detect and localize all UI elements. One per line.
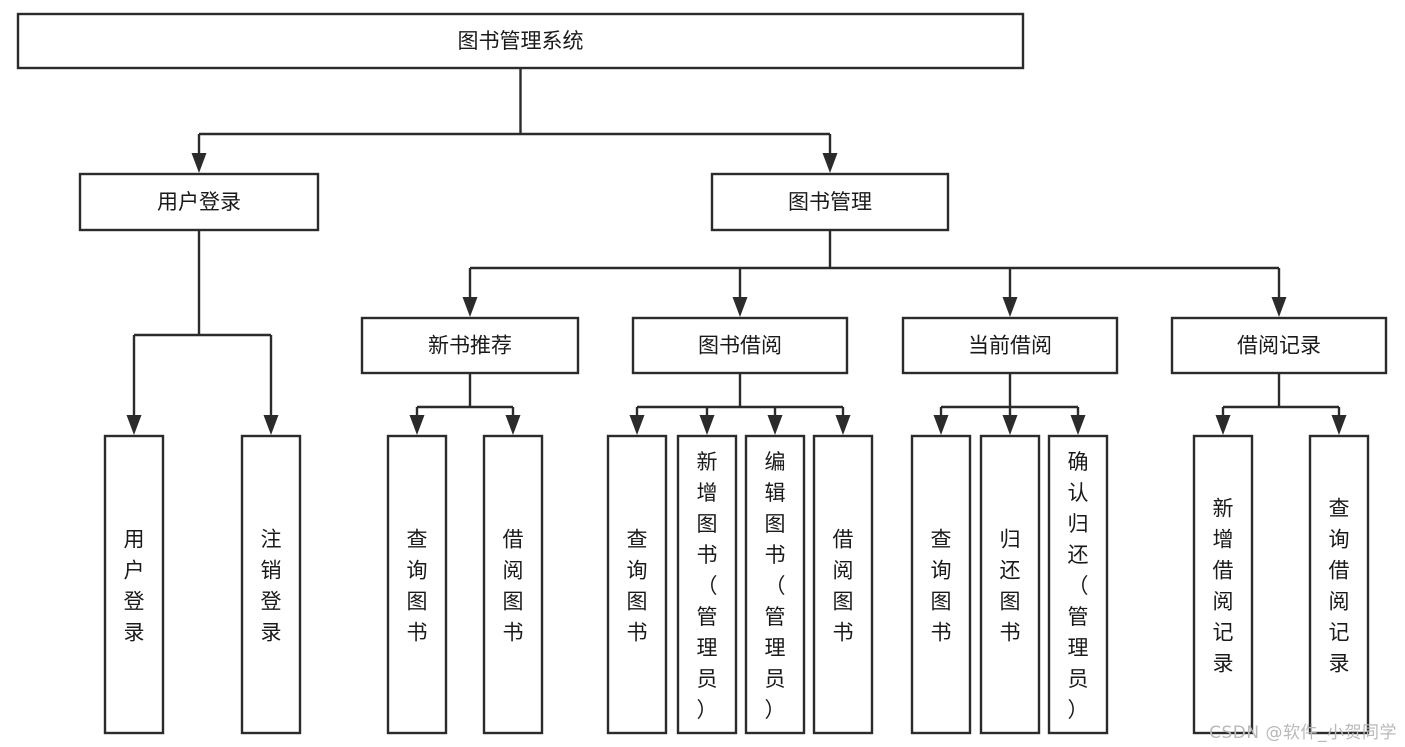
node-box-book-borrow[interactable] bbox=[631, 316, 849, 375]
arrowhead-icon bbox=[1070, 415, 1086, 435]
node-new-book-rec[interactable]: 新书推荐 bbox=[360, 316, 580, 375]
node-label-leaf-add-record: 新增借阅记录 bbox=[1213, 497, 1234, 676]
node-label-leaf-query-book-3: 查询图书 bbox=[931, 528, 952, 645]
arrowhead-icon bbox=[505, 415, 521, 435]
node-box-leaf-query-record[interactable] bbox=[1308, 434, 1370, 735]
node-box-leaf-query-book-2[interactable] bbox=[606, 434, 668, 735]
connector-group bbox=[126, 230, 279, 435]
connector-group bbox=[409, 373, 521, 435]
connector-group bbox=[933, 373, 1086, 435]
node-label-leaf-return-book: 归还图书 bbox=[1000, 528, 1021, 645]
node-box-leaf-borrow-book-1[interactable] bbox=[482, 434, 544, 735]
node-label-user-login: 用户登录 bbox=[157, 190, 241, 214]
node-box-leaf-add-book[interactable] bbox=[676, 434, 738, 735]
node-label-borrow-record: 借阅记录 bbox=[1237, 334, 1321, 358]
node-leaf-logout[interactable]: 注销登录 bbox=[240, 434, 302, 735]
node-label-leaf-borrow-book-2: 借阅图书 bbox=[833, 528, 854, 645]
node-leaf-borrow-book-1[interactable]: 借阅图书 bbox=[482, 434, 544, 735]
node-box-leaf-query-book-3[interactable] bbox=[910, 434, 972, 735]
node-label-book-borrow: 图书借阅 bbox=[698, 334, 782, 358]
node-label-new-book-rec: 新书推荐 bbox=[428, 334, 512, 358]
node-box-leaf-borrow-book-2[interactable] bbox=[812, 434, 874, 735]
node-leaf-query-record[interactable]: 查询借阅记录 bbox=[1308, 434, 1370, 735]
node-leaf-edit-book[interactable]: 编辑图书（管理员） bbox=[744, 434, 806, 735]
node-current-borrow[interactable]: 当前借阅 bbox=[901, 316, 1119, 375]
arrowhead-icon bbox=[767, 415, 783, 435]
connector-group bbox=[462, 230, 1287, 317]
arrowhead-icon bbox=[409, 415, 425, 435]
node-box-current-borrow[interactable] bbox=[901, 316, 1119, 375]
node-book-manage[interactable]: 图书管理 bbox=[710, 172, 950, 232]
node-label-leaf-borrow-book-1: 借阅图书 bbox=[503, 528, 524, 645]
arrowhead-icon bbox=[263, 415, 279, 435]
node-root[interactable]: 图书管理系统 bbox=[16, 12, 1025, 70]
node-leaf-return-book[interactable]: 归还图书 bbox=[979, 434, 1041, 735]
node-label-book-manage: 图书管理 bbox=[788, 190, 872, 214]
node-label-leaf-confirm-return: 确认归还（管理员） bbox=[1068, 450, 1089, 722]
node-leaf-query-book-3[interactable]: 查询图书 bbox=[910, 434, 972, 735]
node-leaf-add-book[interactable]: 新增图书（管理员） bbox=[676, 434, 738, 735]
node-box-user-login[interactable] bbox=[78, 172, 320, 232]
node-label-leaf-query-book-1: 查询图书 bbox=[407, 528, 428, 645]
node-label-leaf-add-book: 新增图书（管理员） bbox=[697, 450, 718, 722]
node-box-leaf-edit-book[interactable] bbox=[744, 434, 806, 735]
arrowhead-icon bbox=[822, 153, 838, 173]
node-leaf-add-record[interactable]: 新增借阅记录 bbox=[1192, 434, 1254, 735]
node-borrow-record[interactable]: 借阅记录 bbox=[1170, 316, 1388, 375]
arrowhead-icon bbox=[835, 415, 851, 435]
arrowhead-icon bbox=[732, 297, 748, 317]
node-label-leaf-query-record: 查询借阅记录 bbox=[1329, 497, 1350, 676]
node-box-leaf-query-book-1[interactable] bbox=[386, 434, 448, 735]
node-box-leaf-user-login[interactable] bbox=[103, 434, 165, 735]
arrowhead-icon bbox=[1002, 297, 1018, 317]
arrowhead-icon bbox=[1215, 415, 1231, 435]
node-leaf-query-book-2[interactable]: 查询图书 bbox=[606, 434, 668, 735]
node-leaf-confirm-return[interactable]: 确认归还（管理员） bbox=[1047, 434, 1109, 735]
arrowhead-icon bbox=[1331, 415, 1347, 435]
node-label-current-borrow: 当前借阅 bbox=[968, 334, 1052, 358]
node-leaf-borrow-book-2[interactable]: 借阅图书 bbox=[812, 434, 874, 735]
node-box-borrow-record[interactable] bbox=[1170, 316, 1388, 375]
arrowhead-icon bbox=[699, 415, 715, 435]
arrowhead-icon bbox=[1002, 415, 1018, 435]
arrowhead-icon bbox=[191, 153, 207, 173]
connector-group bbox=[629, 373, 851, 435]
node-label-leaf-logout: 注销登录 bbox=[261, 528, 282, 645]
node-box-leaf-add-record[interactable] bbox=[1192, 434, 1254, 735]
arrowhead-icon bbox=[629, 415, 645, 435]
node-label-leaf-edit-book: 编辑图书（管理员） bbox=[765, 450, 786, 722]
node-leaf-query-book-1[interactable]: 查询图书 bbox=[386, 434, 448, 735]
node-box-leaf-return-book[interactable] bbox=[979, 434, 1041, 735]
node-box-leaf-confirm-return[interactable] bbox=[1047, 434, 1109, 735]
node-box-new-book-rec[interactable] bbox=[360, 316, 580, 375]
node-label-leaf-query-book-2: 查询图书 bbox=[627, 528, 648, 645]
arrowhead-icon bbox=[1271, 297, 1287, 317]
node-label-root: 图书管理系统 bbox=[458, 29, 584, 53]
arrowhead-icon bbox=[462, 297, 478, 317]
connector-group bbox=[1215, 373, 1347, 435]
connector-group bbox=[191, 68, 838, 173]
node-leaf-user-login[interactable]: 用户登录 bbox=[103, 434, 165, 735]
node-label-leaf-user-login: 用户登录 bbox=[124, 528, 145, 645]
node-book-borrow[interactable]: 图书借阅 bbox=[631, 316, 849, 375]
nodes-layer: 图书管理系统用户登录图书管理新书推荐图书借阅当前借阅借阅记录用户登录注销登录查询… bbox=[16, 12, 1388, 735]
node-user-login[interactable]: 用户登录 bbox=[78, 172, 320, 232]
node-box-book-manage[interactable] bbox=[710, 172, 950, 232]
connectors-layer bbox=[126, 68, 1347, 435]
arrowhead-icon bbox=[126, 415, 142, 435]
node-box-leaf-logout[interactable] bbox=[240, 434, 302, 735]
node-box-root[interactable] bbox=[16, 12, 1025, 70]
arrowhead-icon bbox=[933, 415, 949, 435]
csdn-watermark: CSDN @软件_小贺同学 bbox=[1209, 723, 1397, 743]
